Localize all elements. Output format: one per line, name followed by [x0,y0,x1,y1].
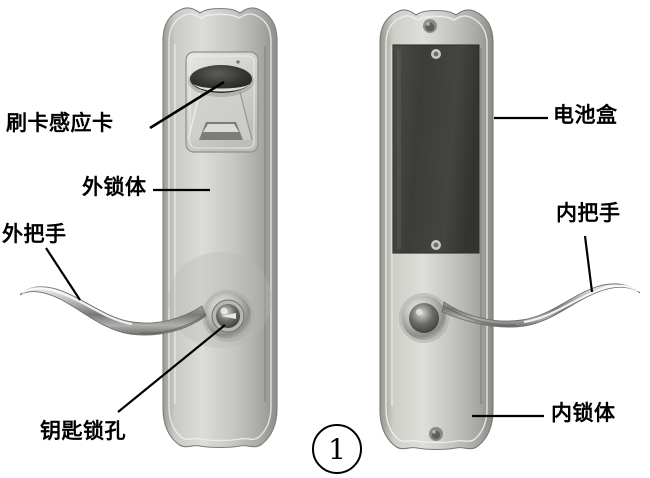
label-key-hole: 钥匙锁孔 [40,419,126,443]
label-inner-lock-body: 内锁体 [551,401,616,425]
leader-lines [45,80,594,418]
battery-cover [392,44,480,254]
leader-outer-handle [45,247,81,301]
figure-number: 1 [312,424,362,474]
inner-lever-handle [399,283,641,343]
leader-card-reader [149,80,225,130]
leader-inner-handle [583,235,594,293]
label-outer-handle: 外把手 [2,222,67,246]
label-inner-handle: 内把手 [556,201,621,225]
label-outer-lock-body: 外锁体 [82,175,147,199]
card-slot-oval [190,65,252,93]
key-cylinder [202,290,254,342]
outer-lever-handle [19,286,207,336]
card-reader-panel [185,51,259,153]
label-card-reader: 刷卡感应卡 [6,111,114,135]
label-battery-box: 电池盒 [553,103,618,127]
leader-key-hole [117,324,226,413]
